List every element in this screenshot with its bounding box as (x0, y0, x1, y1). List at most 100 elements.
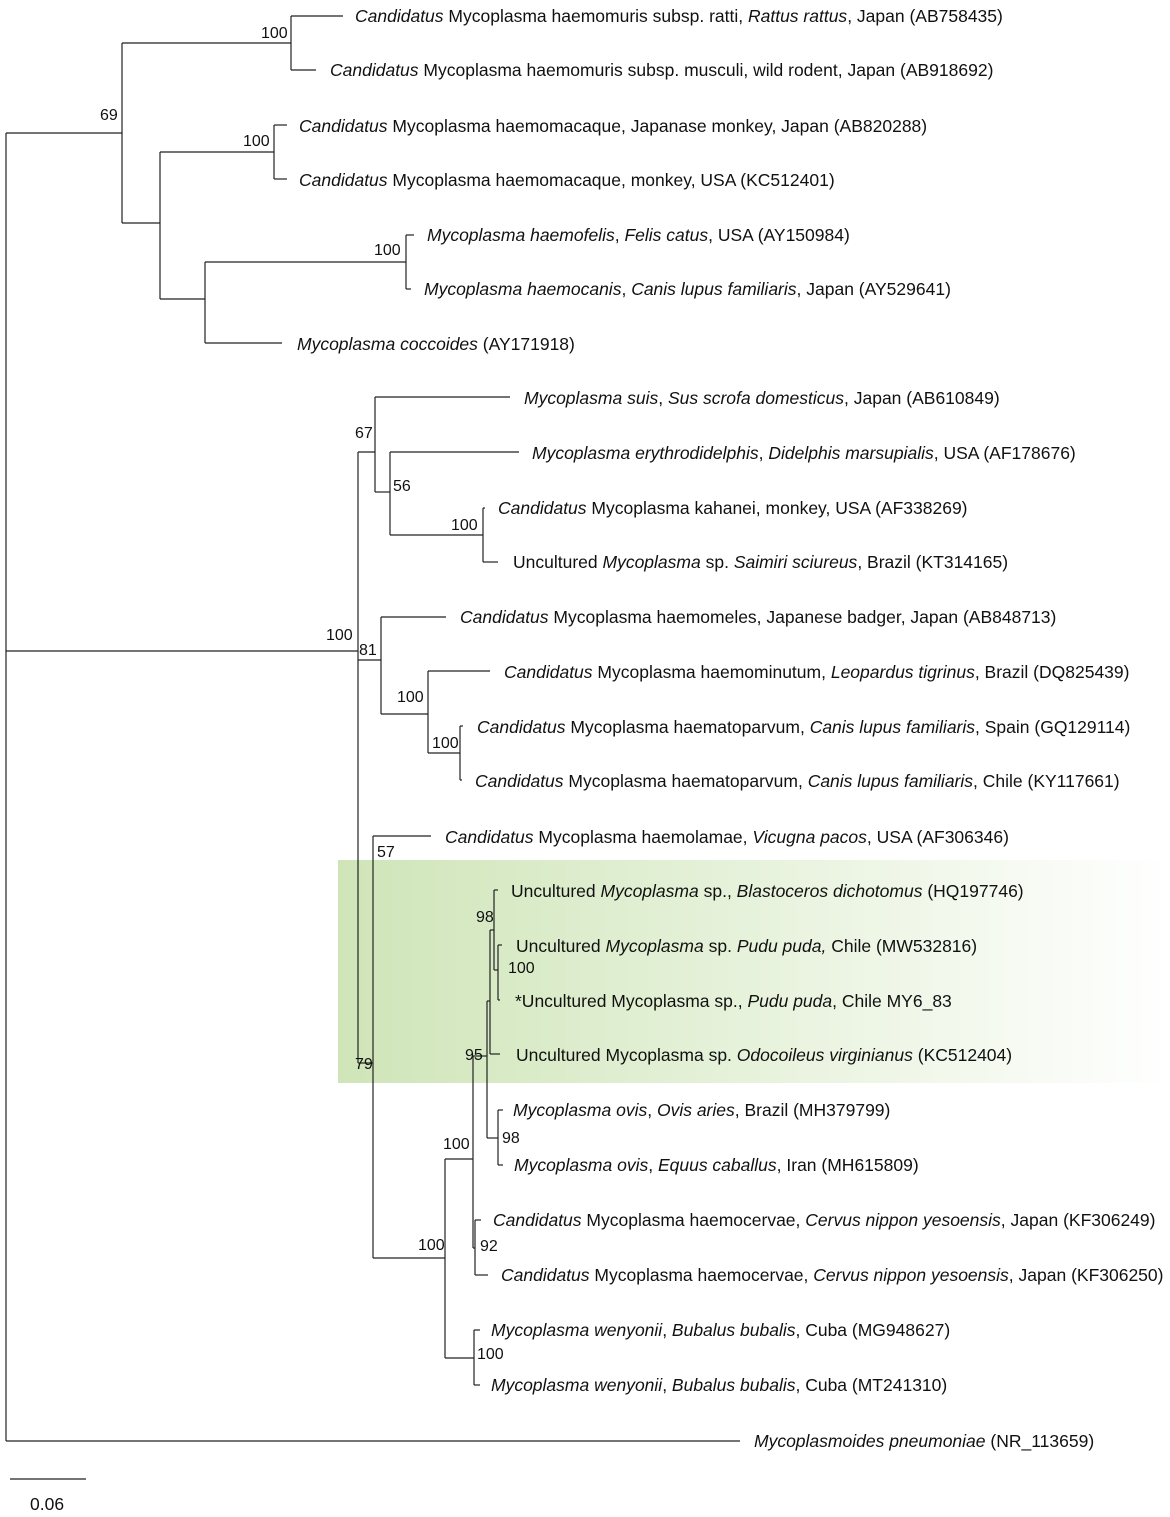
taxon-italic-part: Candidatus (445, 827, 534, 847)
taxon-italic-part: Candidatus (299, 170, 388, 190)
taxon-label: Candidatus Mycoplasma haematoparvum, Can… (475, 771, 1120, 791)
taxon-italic-part: Sus scrofa domesticus (668, 388, 844, 408)
taxon-text-part: , Japan (AB758435) (847, 6, 1003, 26)
taxon-italic-part: Mycoplasma suis (524, 388, 658, 408)
taxon-text-part: , Iran (MH615809) (777, 1155, 919, 1175)
taxon-label: Candidatus Mycoplasma haemomuris subsp. … (355, 6, 1003, 26)
bootstrap-value: 56 (393, 478, 411, 495)
taxon-label: Mycoplasma erythrodidelphis, Didelphis m… (532, 443, 1076, 463)
taxon-text-part: , (615, 225, 625, 245)
bootstrap-value: 69 (100, 107, 118, 124)
taxon-text-part: Uncultured Mycoplasma sp. (516, 1045, 737, 1065)
taxon-text-part: , Japan (AB610849) (844, 388, 1000, 408)
taxon-label: Mycoplasma suis, Sus scrofa domesticus, … (524, 388, 1000, 408)
taxon-italic-part: Saimiri sciureus (734, 552, 858, 572)
bootstrap-value: 95 (465, 1047, 483, 1064)
taxon-label: Mycoplasmoides pneumoniae (NR_113659) (754, 1431, 1094, 1452)
taxon-italic-part: Mycoplasma erythrodidelphis (532, 443, 759, 463)
taxon-text-part: (NR_113659) (986, 1431, 1095, 1452)
bootstrap-value: 79 (355, 1056, 373, 1073)
bootstrap-value: 98 (502, 1130, 520, 1147)
taxon-text-part: Uncultured (513, 552, 603, 572)
taxon-text-part: (HQ197746) (922, 881, 1023, 901)
bootstrap-value: 100 (374, 242, 401, 259)
taxon-text-part: , (621, 279, 631, 299)
taxon-label: Candidatus Mycoplasma haemolamae, Vicugn… (445, 827, 1009, 847)
taxon-italic-part: Candidatus (330, 60, 419, 80)
taxon-italic-part: Pudu puda (747, 991, 832, 1011)
taxon-text-part: Mycoplasma haematoparvum, (566, 717, 810, 737)
taxon-label: Candidatus Mycoplasma haemocervae, Cervu… (501, 1265, 1163, 1285)
taxon-text-part: Mycoplasma haemomuris subsp. musculi, wi… (419, 60, 994, 80)
taxon-text-part: , Brazil (KT314165) (857, 552, 1008, 572)
taxon-italic-part: Felis catus (624, 225, 708, 245)
bootstrap-value: 92 (480, 1238, 498, 1255)
taxon-italic-part: Candidatus (355, 6, 444, 26)
taxon-text-part: , Spain (GQ129114) (975, 717, 1130, 737)
taxon-italic-part: Odocoileus virginianus (737, 1045, 913, 1065)
taxon-label: Mycoplasma haemofelis, Felis catus, USA … (427, 225, 850, 245)
taxon-text-part: , Japan (KF306250) (1009, 1265, 1164, 1285)
bootstrap-value: 100 (418, 1237, 445, 1254)
taxon-text-part: , USA (AF178676) (934, 443, 1076, 463)
taxon-text-part: Mycoplasma haemominutum, (593, 662, 831, 682)
taxon-italic-part: Mycoplasmoides pneumoniae (754, 1431, 986, 1451)
taxon-label: Candidatus Mycoplasma haemomacaque, Japa… (299, 116, 927, 136)
taxon-italic-part: Canis lupus familiaris (810, 717, 976, 737)
taxon-text-part: , Chile MY6_83 (832, 991, 952, 1012)
bootstrap-value: 100 (477, 1346, 504, 1363)
taxon-label: Mycoplasma ovis, Equus caballus, Iran (M… (514, 1155, 919, 1175)
bootstrap-labels: 100 69 100 100 67 56 100 100 81 100 100 … (100, 25, 535, 1363)
taxon-label: Candidatus Mycoplasma haemomeles, Japane… (460, 607, 1056, 627)
taxon-italic-part: Rattus rattus (748, 6, 847, 26)
taxon-label: Uncultured Mycoplasma sp., Blastoceros d… (511, 881, 1024, 901)
taxon-text-part: Mycoplasma haemolamae, (534, 827, 753, 847)
taxon-text-part: , USA (AF306346) (867, 827, 1009, 847)
taxon-text-part: sp. (701, 552, 734, 572)
taxon-text-part: *Uncultured Mycoplasma sp., (515, 991, 747, 1011)
taxon-label: Candidatus Mycoplasma haemocervae, Cervu… (493, 1210, 1155, 1230)
taxon-text-part: Mycoplasma haemocervae, (590, 1265, 814, 1285)
taxon-italic-part: Canis lupus familiaris (808, 771, 974, 791)
taxon-label: Uncultured Mycoplasma sp. Pudu puda, Chi… (516, 936, 977, 956)
taxon-text-part: , Japan (KF306249) (1001, 1210, 1156, 1230)
taxon-text-part: Mycoplasma kahanei, monkey, USA (AF33826… (587, 498, 968, 518)
taxon-italic-part: Mycoplasma (606, 936, 704, 956)
taxon-italic-part: Bubalus bubalis (672, 1320, 796, 1340)
taxon-italic-part: Mycoplasma wenyonii (491, 1375, 663, 1395)
taxon-text-part: , (759, 443, 769, 463)
taxon-italic-part: Mycoplasma ovis (514, 1155, 648, 1175)
taxon-italic-part: Ovis aries (657, 1100, 735, 1120)
taxon-text-part: , Brazil (MH379799) (735, 1100, 891, 1120)
taxon-italic-part: Candidatus (493, 1210, 582, 1230)
taxon-text-part: Mycoplasma haemomacaque, Japanase monkey… (388, 116, 928, 136)
taxon-label: Mycoplasma ovis, Ovis aries, Brazil (MH3… (513, 1100, 890, 1120)
bootstrap-value: 57 (377, 844, 395, 861)
taxon-text-part: Mycoplasma haemomacaque, monkey, USA (KC… (388, 170, 835, 190)
taxon-label: Candidatus Mycoplasma haemomacaque, monk… (299, 170, 835, 190)
taxon-text-part: Mycoplasma haemomuris subsp. ratti, (444, 6, 748, 26)
scale-bar-label: 0.06 (30, 1494, 64, 1514)
taxon-italic-part: Mycoplasma haemocanis (424, 279, 622, 299)
bootstrap-value: 100 (261, 25, 288, 42)
bootstrap-value: 100 (397, 689, 424, 706)
taxon-text-part: , (662, 1375, 672, 1395)
taxon-text-part: Mycoplasma haemomeles, Japanese badger, … (549, 607, 1057, 627)
bootstrap-value: 81 (359, 642, 377, 659)
taxon-text-part: , (647, 1100, 657, 1120)
taxon-italic-part: Cervus nippon yesoensis (805, 1210, 1001, 1230)
taxon-text-part: sp. (704, 936, 737, 956)
taxon-label: Uncultured Mycoplasma sp. Odocoileus vir… (516, 1045, 1012, 1065)
taxon-italic-part: Mycoplasma haemofelis (427, 225, 615, 245)
taxon-text-part: , (648, 1155, 658, 1175)
taxon-italic-part: Mycoplasma wenyonii (491, 1320, 663, 1340)
taxon-text-part: Uncultured (511, 881, 601, 901)
taxon-label: Mycoplasma coccoides (AY171918) (297, 334, 575, 354)
taxon-italic-part: Candidatus (477, 717, 566, 737)
bootstrap-value: 100 (443, 1136, 470, 1153)
taxon-label: Candidatus Mycoplasma kahanei, monkey, U… (498, 498, 968, 518)
bootstrap-value: 100 (326, 627, 353, 644)
taxon-text-part: (AY171918) (478, 334, 575, 354)
taxon-text-part: , Cuba (MT241310) (795, 1375, 947, 1395)
